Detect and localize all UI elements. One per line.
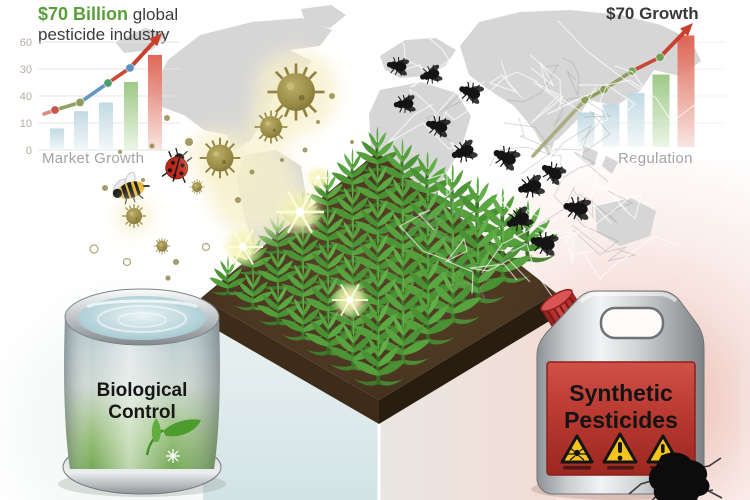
y-tick-label: 0 xyxy=(26,145,32,157)
market-growth-label: Market Growth xyxy=(42,150,145,167)
fly-icon xyxy=(393,93,417,115)
synthetic-pesticides-jug: Synthetic Pesticides xyxy=(531,288,723,500)
bar-market-growth-0 xyxy=(50,128,64,150)
bar-market-growth-2 xyxy=(99,102,113,150)
virus-orb-icon xyxy=(266,62,326,122)
snowflake-icon xyxy=(166,449,180,463)
leaf-sprig-icon xyxy=(145,418,201,463)
ladybug-icon xyxy=(161,147,193,183)
right-stat-text: $70 Growth xyxy=(606,4,699,23)
virus-orb-icon xyxy=(253,109,289,145)
left-stat-amount: $70 Billion xyxy=(38,4,129,24)
synthetic-label-line2: Pesticides xyxy=(564,407,678,433)
crack-splash-icon xyxy=(628,452,723,500)
market-growth-chart: 60 30 40 10 0 xyxy=(20,33,180,157)
warning-exclamation-triangle-icon xyxy=(602,432,638,470)
trend-arrow-icon xyxy=(149,33,162,47)
y-tick-label: 60 xyxy=(20,37,32,49)
warning-bug-triangle-icon xyxy=(560,434,594,470)
virus-orb-icon xyxy=(198,136,242,180)
bar-market-growth-1 xyxy=(74,111,88,150)
synthetic-label-line1: Synthetic xyxy=(569,380,673,406)
sparkle-icon xyxy=(331,283,369,317)
sparkle-glints xyxy=(223,167,369,317)
left-stat-suffix: global xyxy=(128,5,179,24)
virus-orb-icon xyxy=(121,203,147,229)
sparkle-icon xyxy=(223,229,263,265)
water-surface xyxy=(78,296,206,340)
bee-icon xyxy=(112,171,150,205)
regulation-label: Regulation xyxy=(618,150,693,167)
display-pedestal xyxy=(203,315,556,500)
y-tick-label: 10 xyxy=(20,118,32,130)
fly-icon xyxy=(537,157,569,188)
bar-market-growth-3 xyxy=(124,81,138,150)
y-tick-label: 40 xyxy=(20,91,32,103)
bar-regulation-1 xyxy=(602,104,620,147)
sparkle-icon xyxy=(275,190,325,234)
y-tick-label: 30 xyxy=(20,64,32,76)
biological-label-line1: Biological xyxy=(97,380,188,401)
bar-regulation-3 xyxy=(652,74,670,147)
bar-regulation-4 xyxy=(677,35,695,148)
fly-icon xyxy=(385,54,411,78)
bar-market-growth-4 xyxy=(148,54,162,150)
jug-handle-hole xyxy=(599,306,665,340)
left-stat-text: $70 Billion global pesticide industry xyxy=(38,4,178,45)
virus-orb-icon xyxy=(189,179,205,195)
bar-regulation-0 xyxy=(577,112,595,147)
virus-orb-icon xyxy=(153,237,171,255)
biological-control-can: Biological Control xyxy=(58,288,226,497)
left-stat-line2: pesticide industry xyxy=(38,25,170,44)
trend-arrow-icon xyxy=(680,23,693,37)
virus-orbs xyxy=(89,50,354,320)
fly-icon xyxy=(515,172,547,202)
biological-label-line2: Control xyxy=(108,402,176,423)
sparkle-icon xyxy=(305,167,331,189)
